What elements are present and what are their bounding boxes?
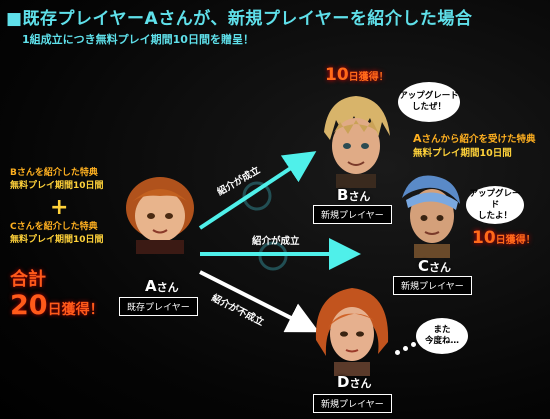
player-c-bonus-value: 10 [472,228,496,248]
c-benefit-line1: Cさんを紹介した特典 [10,222,98,232]
ellipsis-dot [411,342,416,347]
ellipsis-dot [403,346,408,351]
player-a-suffix: さん [156,281,179,294]
referred-benefit-rest: さんから紹介を受けた特典 [421,134,536,145]
total-label: 合計 [10,269,46,290]
player-d-suffix: さん [349,377,372,390]
c-benefit-line2: 無料プレイ期間10日間 [10,235,104,245]
player-c-speech-bubble: アップグレード したよ！ [466,186,524,224]
player-b-portrait [324,96,390,188]
player-c-portrait [402,175,460,258]
player-c-name: Cさん [418,257,451,275]
player-b-bonus-value: 10 [325,65,349,85]
player-d-speech-bubble: また 今度ね… [416,318,468,354]
referred-benefit-line2: 無料プレイ期間10日間 [413,148,512,159]
player-c-letter: C [418,257,430,275]
b-benefit-line2: 無料プレイ期間10日間 [10,181,104,191]
player-c-suffix: さん [429,261,452,274]
b-benefit-line1: Bさんを紹介した特典 [10,168,98,178]
page-subtitle: 1組成立につき無料プレイ期間10日間を贈呈！ [22,33,254,46]
arrow-to-d [199,270,320,333]
player-b-bonus-unit: 日獲得！ [348,72,389,83]
total-unit: 日獲得！ [47,302,104,318]
c-benefit-text: Cさんを紹介した特典 無料プレイ期間10日間 [10,221,104,247]
player-a-role: 既存プレイヤー [119,297,198,316]
player-c-role: 新規プレイヤー [393,276,472,295]
player-a-portrait [126,177,194,254]
referred-benefit-highlight: A [413,132,422,145]
player-b-speech-bubble: アップグレード したぜ！ [398,82,460,122]
page-title: ■既存プレイヤーAさんが、新規プレイヤーを紹介した場合 [6,9,473,29]
player-c-bonus-unit: 日獲得！ [495,235,536,246]
ring-decoration [242,181,272,211]
player-b-bonus: 10日獲得！ [325,65,389,85]
player-d-portrait [315,288,389,376]
arrow-label-c: 紹介が成立 [252,236,300,247]
player-c-bonus: 10日獲得！ [472,228,536,248]
referred-benefit-line1: Aさんから紹介を受けた特典 [413,132,536,147]
player-d-name: Dさん [337,373,371,391]
player-d-role: 新規プレイヤー [313,394,392,413]
player-b-letter: B [337,186,349,204]
player-d-letter: D [337,373,350,391]
player-b-role: 新規プレイヤー [313,205,392,224]
arrow-to-b [198,151,317,230]
ellipsis-dot [395,350,400,355]
total-value-row: 20日獲得！ [10,290,104,321]
player-b-name: Bさん [337,186,370,204]
total-value: 20 [10,290,48,321]
referred-benefit-note: Aさんから紹介を受けた特典 無料プレイ期間10日間 [413,132,536,161]
b-benefit-text: Bさんを紹介した特典 無料プレイ期間10日間 [10,167,104,193]
player-a-name: Aさん [145,277,179,295]
player-a-letter: A [145,277,157,295]
plus-sign: + [50,195,69,220]
player-b-suffix: さん [348,190,371,203]
